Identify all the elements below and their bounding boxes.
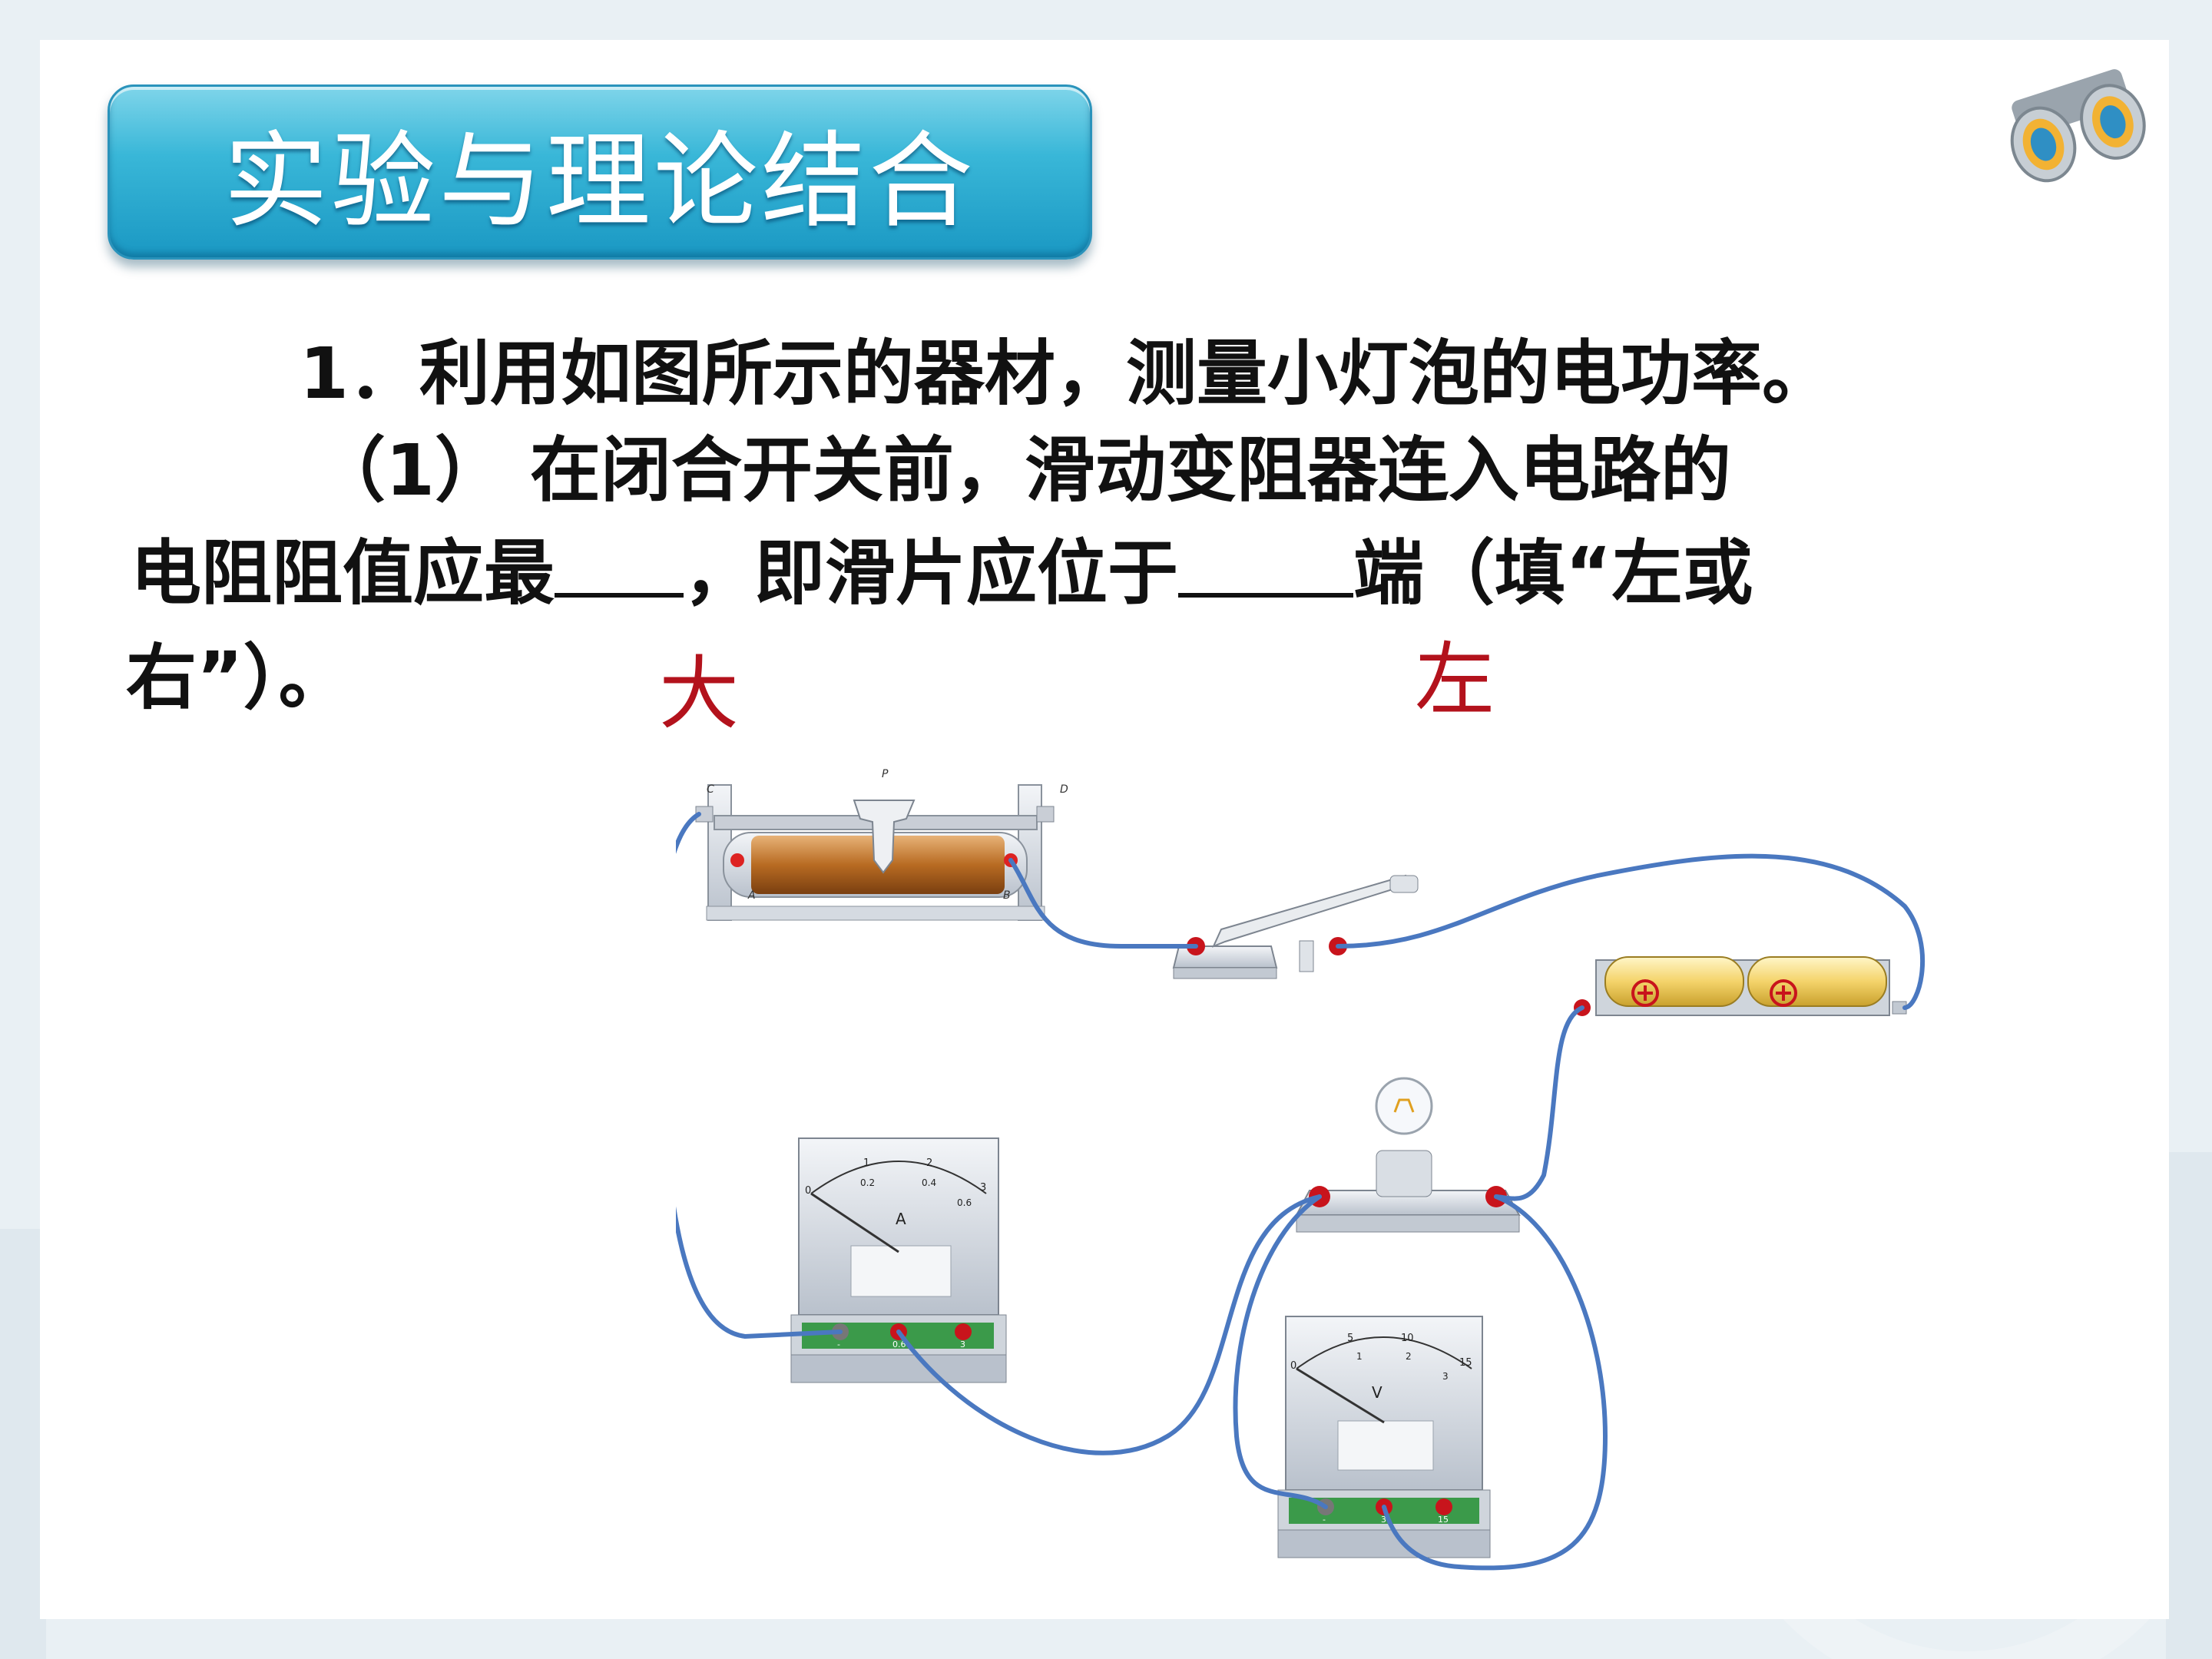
answer-2: 左	[1415, 633, 1495, 727]
ammeter-scale-1: 1	[863, 1157, 869, 1169]
ammeter-scale-0.6: 0.6	[957, 1197, 972, 1208]
binoculars-icon	[2010, 69, 2146, 183]
rheostat-label-c: C	[707, 783, 714, 796]
battery	[1574, 956, 1907, 1016]
voltmeter: V 0 5 10 15 1 2 3 - 3 15	[1277, 1316, 1491, 1558]
voltmeter-scale-15: 15	[1459, 1357, 1472, 1369]
rheostat-label-d: D	[1060, 783, 1068, 796]
voltmeter-scale-0: 0	[1290, 1360, 1296, 1372]
ammeter-scale-0.2: 0.2	[860, 1177, 875, 1188]
question-line-4: 右”）。	[126, 637, 349, 719]
voltmeter-terminal-minus: -	[1323, 1515, 1326, 1525]
rheostat-label-a: A	[747, 889, 756, 902]
voltmeter-terminal-15: 15	[1438, 1515, 1449, 1525]
circuit-diagram: C P D A B	[676, 768, 1925, 1571]
ammeter-scale-0.4: 0.4	[922, 1177, 936, 1188]
ammeter-scale-2: 2	[926, 1157, 932, 1169]
question-line-1: 1．利用如图所示的器材，测量小灯泡的电功率。	[300, 333, 1833, 415]
rheostat-label-p: P	[882, 768, 889, 780]
switch	[1172, 874, 1419, 979]
rheostat: C P D A B	[695, 768, 1068, 921]
answer-blank-2	[1178, 533, 1354, 598]
question-line-3: 电阻阻值应最 ，即滑片应位于 端（填“左或	[131, 516, 1753, 618]
question-line-3-part-a: 电阻阻值应最	[131, 532, 555, 614]
question-line-2: （1） 在闭合开关前，滑动变阻器连入电路的	[315, 429, 1732, 512]
lamp	[1295, 1077, 1521, 1233]
answer-blank-1	[555, 533, 684, 598]
voltmeter-symbol: V	[1372, 1383, 1382, 1402]
voltmeter-scale-5: 5	[1347, 1333, 1353, 1344]
ammeter-terminal-0.6: 0.6	[892, 1339, 906, 1349]
voltmeter-scale-1: 1	[1356, 1351, 1363, 1362]
question-line-3-part-c: 端（填“左或	[1353, 532, 1753, 614]
title-banner: 实验与理论结合	[108, 84, 1092, 260]
ammeter-scale-3: 3	[980, 1182, 986, 1194]
ammeter-symbol: A	[896, 1210, 906, 1228]
voltmeter-terminal-3: 3	[1381, 1515, 1386, 1525]
question-line-3-part-b: ，即滑片应位于	[684, 532, 1179, 614]
voltmeter-scale-3: 3	[1442, 1371, 1449, 1382]
ammeter-terminal-minus: -	[837, 1339, 840, 1349]
page-title: 实验与理论结合	[224, 121, 976, 243]
answer-1: 大	[659, 647, 740, 740]
voltmeter-scale-10: 10	[1401, 1333, 1414, 1344]
wires	[676, 812, 1925, 1571]
voltmeter-scale-2: 2	[1406, 1351, 1412, 1362]
slide-background	[40, 40, 2169, 1619]
ammeter: A 0 1 2 3 0.2 0.4 0.6 - 0.6 3	[790, 1137, 1007, 1383]
rheostat-label-b: B	[1003, 889, 1011, 902]
ammeter-terminal-3: 3	[960, 1339, 965, 1349]
ammeter-scale-0: 0	[805, 1185, 811, 1197]
